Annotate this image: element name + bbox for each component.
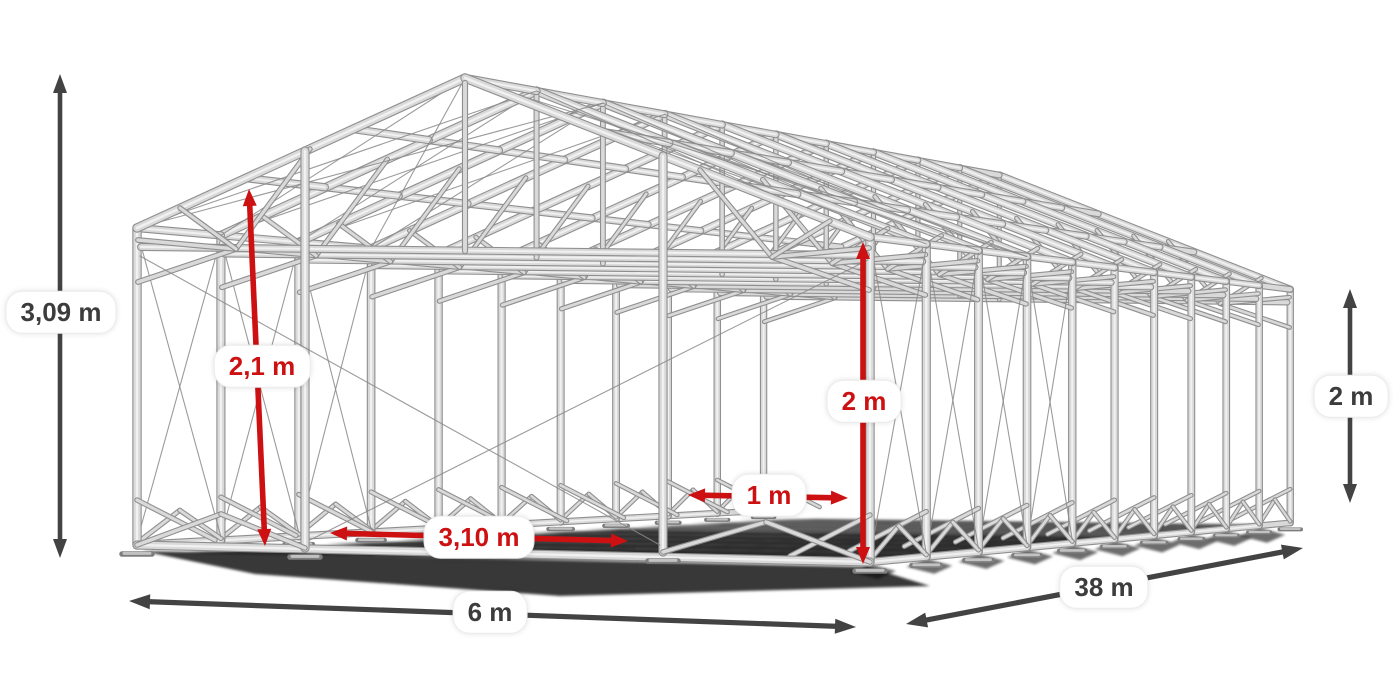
dim-value-inner-height: 2 m (841, 385, 887, 416)
dim-value-frame-width: 6 m (467, 596, 513, 627)
dim-value-total-height: 3,09 m (20, 296, 102, 327)
dim-label-entrance-height: 2,1 m (213, 344, 311, 388)
dim-label-side-height: 2 m (1313, 374, 1389, 418)
dim-label-inner-height: 2 m (826, 379, 902, 423)
dim-label-frame-width: 6 m (452, 590, 528, 634)
dim-value-entrance-width: 3,10 m (438, 521, 520, 552)
steel-frame (119, 73, 1304, 574)
dim-label-frame-length: 38 m (1059, 565, 1149, 609)
dim-value-frame-length: 38 m (1074, 571, 1134, 602)
dim-label-entrance-width: 3,10 m (423, 515, 535, 559)
dim-value-end-bay-spacing: 1 m (746, 479, 792, 510)
dim-value-entrance-height: 2,1 m (228, 350, 296, 381)
dim-value-side-height: 2 m (1328, 380, 1374, 411)
dim-label-total-height: 3,09 m (5, 290, 117, 334)
dim-label-end-bay-spacing: 1 m (731, 473, 807, 517)
